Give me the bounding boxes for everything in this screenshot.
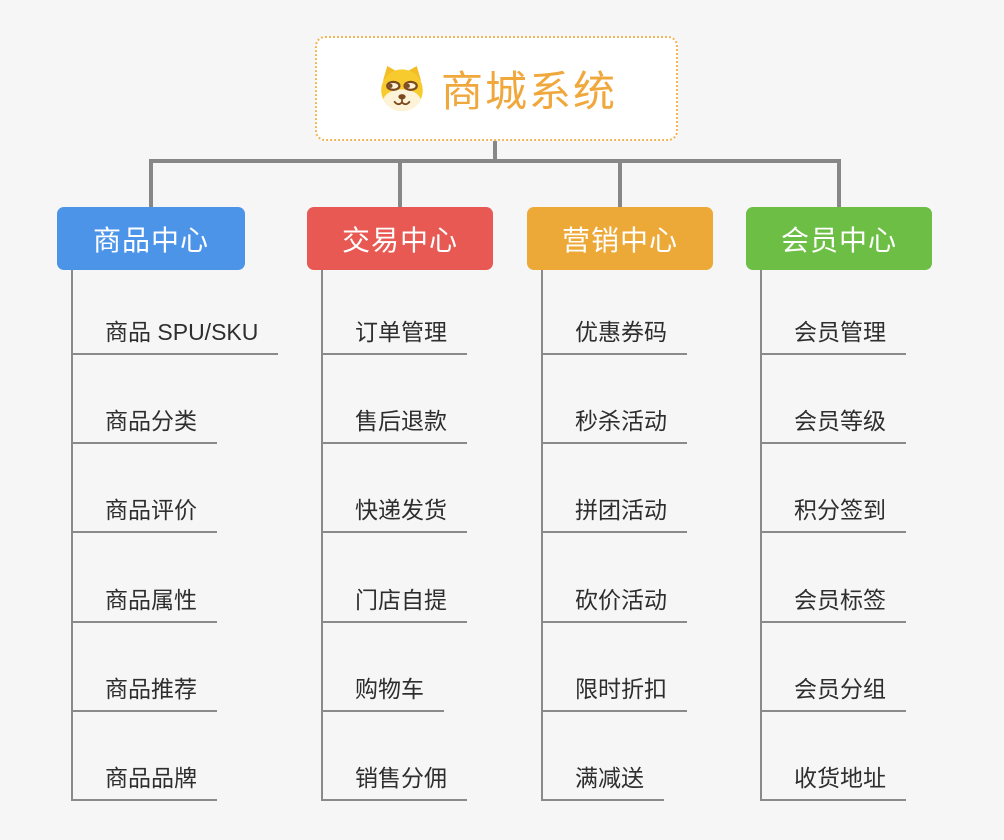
- connector-horizontal-rail: [149, 159, 841, 163]
- branch-trunk-line: [321, 270, 323, 800]
- leaf-topic[interactable]: 商品评价: [71, 499, 217, 533]
- branch-node-member-center[interactable]: 会员中心: [746, 207, 932, 270]
- leaf-topic[interactable]: 快递发货: [321, 499, 467, 533]
- leaf-topic[interactable]: 购物车: [321, 678, 444, 712]
- leaf-topic[interactable]: 商品分类: [71, 410, 217, 444]
- root-title: 商城系统: [440, 68, 617, 115]
- connector-drop: [398, 161, 402, 207]
- leaf-topic[interactable]: 门店自提: [321, 589, 467, 623]
- leaf-topic[interactable]: 商品推荐: [71, 678, 217, 712]
- connector-drop: [618, 161, 622, 207]
- leaf-topic[interactable]: 会员分组: [760, 678, 906, 712]
- leaf-topic[interactable]: 秒杀活动: [541, 410, 687, 444]
- root-topic[interactable]: 商城系统: [315, 36, 678, 141]
- leaf-topic[interactable]: 会员等级: [760, 410, 906, 444]
- leaf-topic[interactable]: 限时折扣: [541, 678, 687, 712]
- connector-root-stub: [493, 141, 497, 161]
- branch-trunk-line: [71, 270, 73, 800]
- leaf-topic[interactable]: 拼团活动: [541, 499, 687, 533]
- leaf-topic[interactable]: 满减送: [541, 767, 664, 801]
- connector-drop: [837, 161, 841, 207]
- leaf-topic[interactable]: 商品属性: [71, 589, 217, 623]
- leaf-topic[interactable]: 积分签到: [760, 499, 906, 533]
- leaf-topic[interactable]: 销售分佣: [321, 767, 467, 801]
- leaf-topic[interactable]: 商品 SPU/SKU: [71, 321, 279, 355]
- branch-trunk-line: [760, 270, 762, 800]
- leaf-topic[interactable]: 商品品牌: [71, 767, 217, 801]
- doge-icon: [381, 65, 423, 112]
- branch-trunk-line: [541, 270, 543, 800]
- leaf-topic[interactable]: 会员管理: [760, 321, 906, 355]
- leaf-topic[interactable]: 订单管理: [321, 321, 467, 355]
- branch-node-trade-center[interactable]: 交易中心: [307, 207, 493, 270]
- connector-drop: [149, 161, 153, 207]
- leaf-topic[interactable]: 优惠券码: [541, 321, 687, 355]
- leaf-topic[interactable]: 会员标签: [760, 589, 906, 623]
- branch-node-product-center[interactable]: 商品中心: [57, 207, 245, 270]
- leaf-topic[interactable]: 砍价活动: [541, 589, 687, 623]
- branch-node-marketing-center[interactable]: 营销中心: [527, 207, 713, 270]
- leaf-topic[interactable]: 收货地址: [760, 767, 906, 801]
- leaf-topic[interactable]: 售后退款: [321, 410, 467, 444]
